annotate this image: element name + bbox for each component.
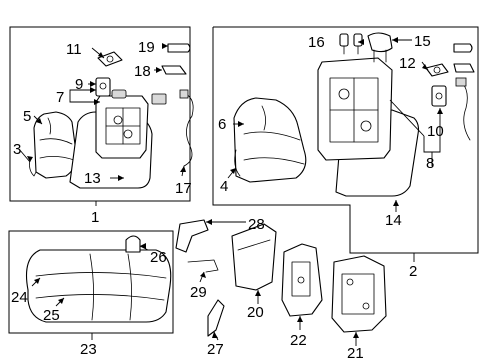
part-15-headrest — [367, 32, 393, 63]
part-21-side-panel — [331, 255, 387, 333]
right-seatback-group-frame — [212, 26, 479, 254]
callout-29: 29 — [190, 284, 207, 301]
callout-10: 10 — [427, 123, 444, 140]
callout-14: 14 — [385, 212, 402, 229]
callout-3: 3 — [13, 141, 21, 158]
callout-27: 27 — [207, 341, 224, 358]
callout-19: 19 — [138, 39, 155, 56]
callout-9: 9 — [75, 76, 83, 93]
part-26-clip — [125, 235, 141, 253]
part-6-seatback-cover — [233, 97, 307, 183]
callout-28: 28 — [248, 216, 265, 233]
callout-7: 7 — [56, 89, 64, 106]
callout-5: 5 — [23, 108, 31, 125]
callout-13: 13 — [84, 170, 101, 187]
callout-4: 4 — [220, 178, 228, 195]
part-29-wire — [187, 259, 219, 273]
callout-26: 26 — [150, 249, 167, 266]
part-18-bracket — [161, 65, 187, 75]
callout-12: 12 — [399, 55, 416, 72]
callout-2: 2 — [409, 263, 417, 280]
callout-15: 15 — [414, 33, 431, 50]
part-strap-right — [453, 43, 475, 141]
part-20-side-cover — [231, 223, 277, 291]
part-8-seatback-frame — [317, 57, 393, 161]
part-7-seatback-frame — [95, 89, 149, 159]
callout-1: 1 — [91, 209, 99, 226]
part-28-bracket — [175, 219, 209, 253]
part-27-strap — [207, 299, 225, 337]
callout-22: 22 — [290, 332, 307, 349]
callout-21: 21 — [347, 345, 364, 360]
callout-11: 11 — [66, 41, 82, 58]
part-9-latch — [95, 77, 111, 97]
part-19-strap — [167, 43, 191, 53]
callout-20: 20 — [247, 304, 264, 321]
callout-17: 17 — [175, 180, 192, 197]
callout-6: 6 — [218, 116, 226, 133]
part-10-latch — [431, 85, 447, 107]
callout-25: 25 — [43, 307, 60, 324]
part-11-escutcheon — [97, 51, 123, 67]
part-17-cable — [151, 89, 194, 167]
callout-23: 23 — [80, 341, 97, 358]
part-12-escutcheon — [425, 63, 449, 77]
callout-16: 16 — [308, 34, 325, 51]
callout-18: 18 — [134, 63, 151, 80]
callout-8: 8 — [426, 155, 434, 172]
seat-cushion-group-frame — [8, 230, 174, 334]
left-seatback-group-frame — [9, 26, 191, 202]
part-seat-cushion — [25, 249, 172, 323]
callout-24: 24 — [11, 289, 28, 306]
part-22-side-panel — [281, 243, 323, 317]
part-4-seatback-trim — [234, 149, 241, 177]
part-16-guide-pins — [339, 33, 363, 55]
